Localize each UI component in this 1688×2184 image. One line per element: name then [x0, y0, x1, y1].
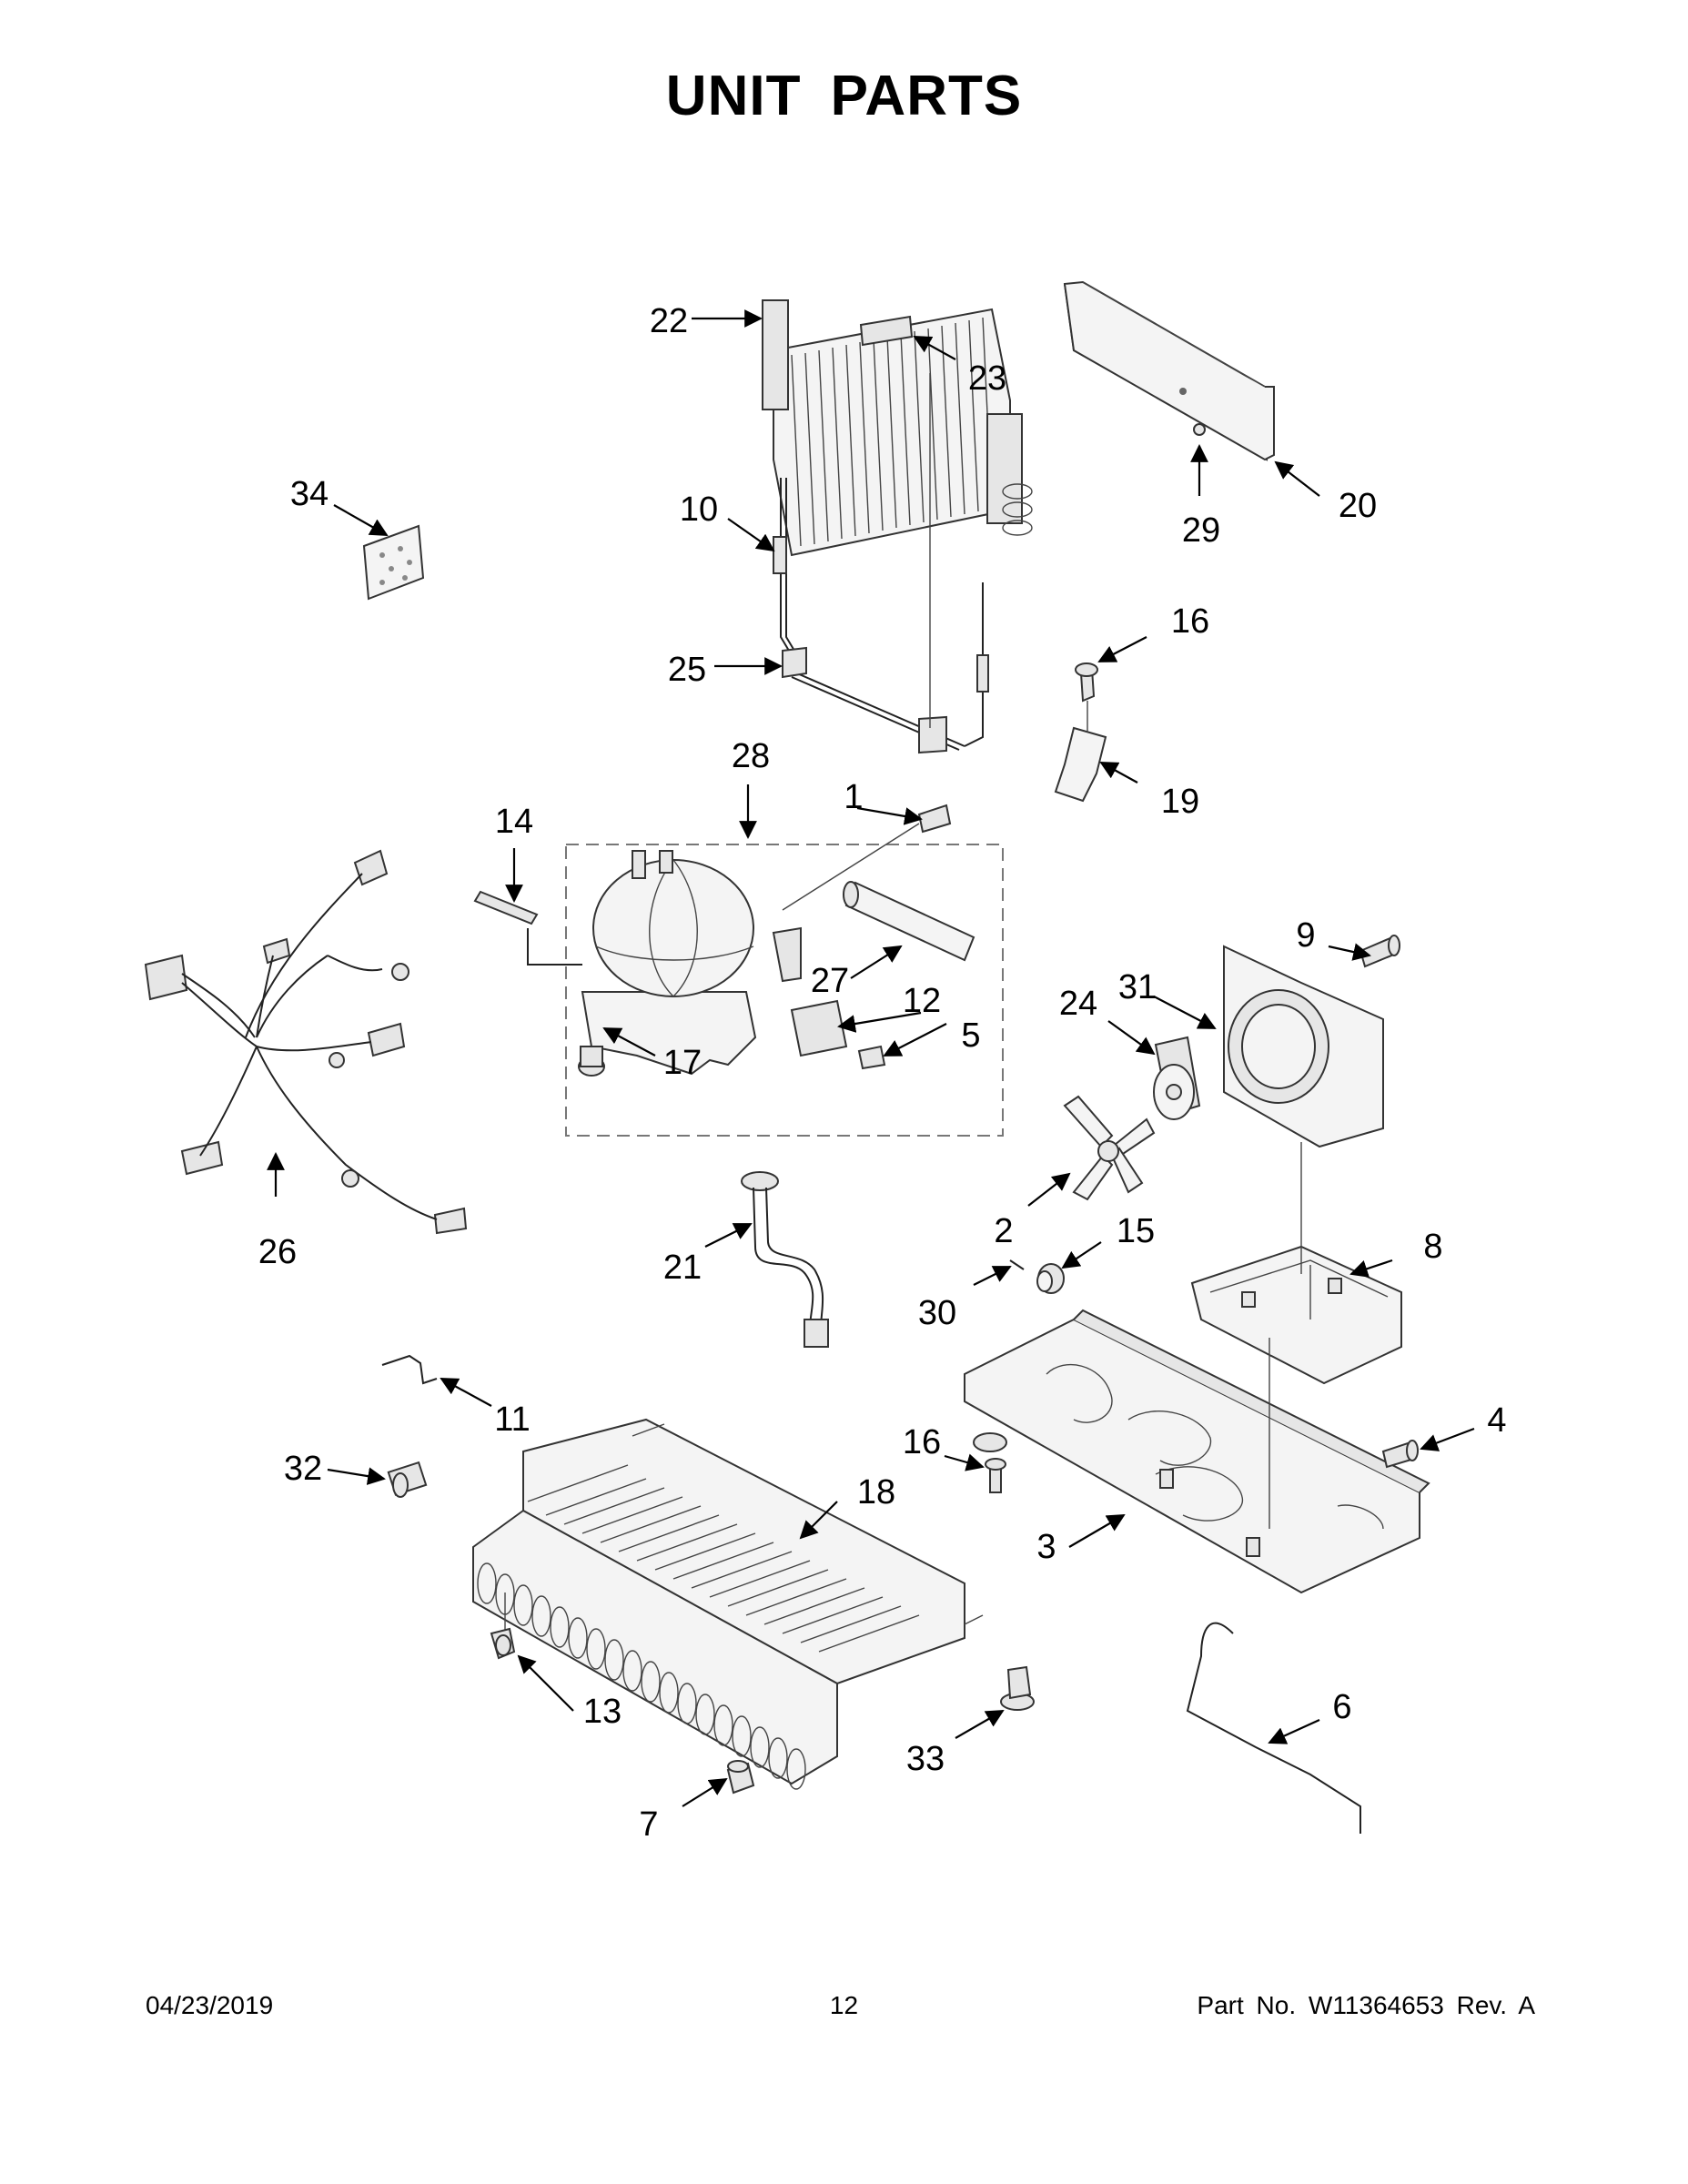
callout-15: 15	[1117, 1212, 1155, 1250]
connector-line	[527, 928, 582, 966]
callout-27: 27	[811, 962, 849, 1000]
callout-5: 5	[961, 1016, 980, 1055]
callout-32: 32	[284, 1450, 322, 1488]
callout-11: 11	[494, 1400, 530, 1439]
callout-18: 18	[857, 1473, 895, 1512]
heater-wire-illustration	[773, 373, 989, 754]
callout-31: 31	[1118, 968, 1157, 1006]
callout-6: 6	[1332, 1688, 1351, 1726]
callout-29: 29	[1182, 511, 1220, 550]
callout-22: 22	[650, 302, 688, 340]
control-board-illustration	[362, 524, 425, 601]
fan-shroud-illustration	[1223, 945, 1384, 1529]
grommet-pin-illustration	[1009, 1259, 1065, 1294]
callout-34: 34	[290, 475, 329, 513]
callout-30: 30	[918, 1294, 956, 1332]
callout-4: 4	[1487, 1401, 1506, 1440]
screw-4-illustration	[1381, 1440, 1419, 1469]
fan-blade-illustration	[1063, 1095, 1156, 1201]
drain-tube-illustration	[741, 1171, 829, 1348]
compressor-illustration	[473, 804, 975, 1077]
callout-20: 20	[1339, 487, 1377, 525]
compressor-assembly-outline	[565, 844, 1004, 1137]
callout-3: 3	[1036, 1528, 1056, 1566]
callout-25: 25	[668, 651, 706, 689]
fan-motor-illustration	[1153, 1036, 1201, 1120]
callout-14: 14	[495, 803, 533, 841]
bracket-screw-illustration	[1054, 662, 1107, 803]
callout-24: 24	[1059, 985, 1097, 1023]
shroud-box-illustration	[1063, 280, 1275, 461]
clamp-illustration	[490, 1627, 516, 1660]
callout-10: 10	[680, 490, 718, 529]
callout-7: 7	[639, 1805, 658, 1844]
callout-21: 21	[663, 1249, 702, 1287]
rod-illustration	[1186, 1622, 1361, 1834]
callout-17: 17	[663, 1044, 702, 1082]
callout-23: 23	[968, 359, 1006, 398]
condenser-coil-illustration	[762, 299, 1033, 557]
callout-leaders	[267, 309, 1475, 1807]
callout-2: 2	[994, 1212, 1013, 1250]
wire-harness-illustration	[144, 849, 468, 1235]
callout-12: 12	[903, 982, 941, 1020]
callout-16-upper: 16	[1171, 602, 1209, 641]
evaporator-coil-illustration	[472, 1418, 984, 1790]
page-title: UNIT PARTS	[665, 65, 1023, 127]
callout-8: 8	[1423, 1228, 1442, 1266]
fitting-illustration	[387, 1461, 428, 1498]
callout-13: 13	[583, 1693, 622, 1731]
clip-illustration	[381, 1354, 438, 1385]
callout-labels: 1 2 3 4 5 6 7 8 9 10 11 12 13 14 15 16 1…	[258, 302, 1507, 1844]
plug-illustration	[726, 1760, 755, 1795]
footer-part-number: Part No. W11364653 Rev. A	[1197, 1991, 1535, 2019]
callout-26: 26	[258, 1233, 297, 1271]
callout-28: 28	[732, 737, 770, 775]
screw-9-illustration	[1359, 935, 1400, 968]
footer-page-number: 12	[829, 1991, 859, 2019]
footer-date: 04/23/2019	[146, 1991, 274, 2019]
thermostat-illustration	[1000, 1665, 1035, 1711]
base-plate-illustration	[964, 1309, 1430, 1594]
callout-16-lower: 16	[903, 1423, 941, 1461]
callout-19: 19	[1161, 783, 1199, 821]
callout-1: 1	[844, 778, 863, 816]
callout-33: 33	[906, 1740, 945, 1778]
callout-9: 9	[1296, 916, 1315, 955]
screw-illustration	[985, 1458, 1006, 1493]
